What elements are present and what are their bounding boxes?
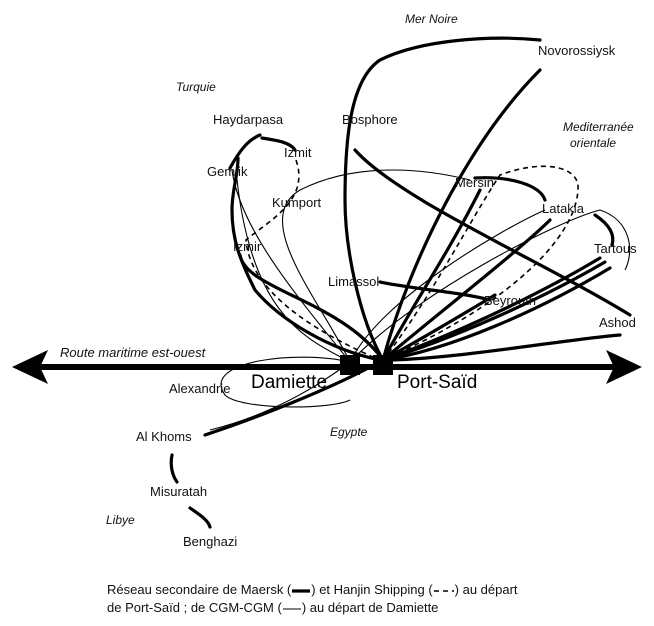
port-mersin: Mersin <box>455 175 494 190</box>
port-latakia: Latakia <box>542 201 585 216</box>
port-said-label: Port-Saïd <box>397 372 477 393</box>
region-mediterranee-1: Mediterranée <box>563 120 634 134</box>
hanjin-routes <box>245 159 579 361</box>
caption-text-1b: ) et Hanjin Shipping ( <box>311 582 433 597</box>
caption-line-2: de Port-Saïd ; de CGM-CGM ( ) au départ d… <box>107 600 438 616</box>
port-kumport: Kumport <box>272 195 322 210</box>
region-mediterranee-2: orientale <box>570 136 616 150</box>
port-tartous: Tartous <box>594 241 637 256</box>
port-alexandrie: Alexandrie <box>169 381 230 396</box>
port-izmir: Izmir <box>233 239 262 254</box>
port-beyrouth: Beyrouth <box>484 293 536 308</box>
damiette-hub-marker <box>340 355 360 375</box>
region-turquie: Turquie <box>176 80 216 94</box>
region-egypte: Egypte <box>330 425 368 439</box>
port-al-khoms: Al Khoms <box>136 429 192 444</box>
legend-cgm-swatch <box>282 601 302 616</box>
cgm-routes <box>209 169 631 431</box>
port-benghazi: Benghazi <box>183 534 237 549</box>
port-said-hub-marker <box>373 355 393 375</box>
route-label: Route maritime est-ouest <box>60 345 207 360</box>
caption-text-1a: Réseau secondaire de Maersk ( <box>107 582 292 597</box>
port-novorossiysk: Novorossiysk <box>538 43 616 58</box>
port-gemlik: Gemlik <box>207 164 248 179</box>
port-ashod: Ashod <box>599 315 636 330</box>
east-west-route-arrow <box>12 350 642 384</box>
port-limassol: Limassol <box>328 274 379 289</box>
caption-line-1: Réseau secondaire de Maersk ( ) et Hanjin… <box>107 582 518 598</box>
legend-maersk-swatch <box>291 583 311 598</box>
damiette-label: Damiette <box>251 372 327 393</box>
port-bosphore: Bosphore <box>342 112 398 127</box>
region-mer-noire: Mer Noire <box>405 12 458 26</box>
region-labels: Mer Noire Turquie Mediterranée orientale… <box>106 12 634 527</box>
caption-text-1c: ) au départ <box>454 582 518 597</box>
maersk-routes <box>169 36 632 529</box>
port-labels: Novorossiysk Bosphore Haydarpasa Izmit G… <box>136 43 637 549</box>
caption-text-2a: de Port-Saïd ; de CGM-CGM ( <box>107 600 282 615</box>
legend-hanjin-swatch <box>433 583 455 598</box>
caption-text-2b: ) au départ de Damiette <box>301 600 439 615</box>
region-libye: Libye <box>106 513 135 527</box>
hubs: Damiette Port-Saïd <box>251 355 477 393</box>
port-haydarpasa: Haydarpasa <box>213 112 284 127</box>
port-misuratah: Misuratah <box>150 484 207 499</box>
port-izmit: Izmit <box>284 145 312 160</box>
